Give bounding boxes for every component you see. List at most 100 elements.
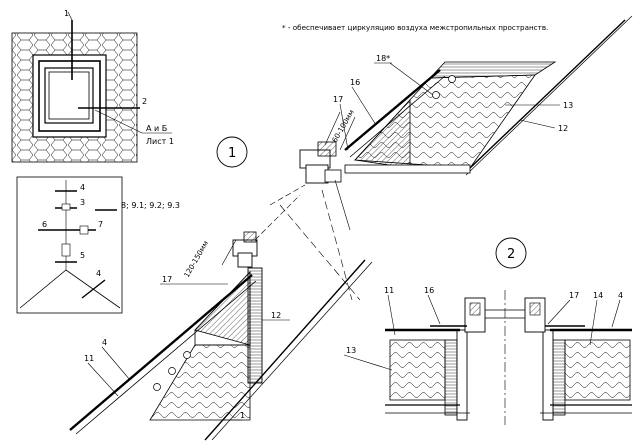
dim-bottom-line (221, 239, 237, 266)
s2-callout-4: 4 (618, 291, 623, 300)
s2-frame-left-inner (469, 302, 481, 316)
s2-leader-17 (547, 299, 571, 325)
roof-thumb-outline (19, 269, 121, 309)
callout-4: 4 (102, 338, 107, 347)
glazing-line-2 (254, 194, 301, 241)
lower-inner-lining (204, 259, 366, 441)
lower-batten-3 (153, 383, 161, 391)
plan-callout-1: 1 (64, 9, 69, 18)
glazing-line-1 (269, 184, 306, 206)
leader-4 (101, 346, 131, 381)
section-2: 11 16 17 14 4 13 (343, 286, 632, 425)
roof-thumb-vent (61, 203, 71, 211)
upper-batten-1 (448, 75, 456, 83)
head-profile-4 (324, 169, 342, 183)
callout-1: 1 (240, 411, 245, 420)
dim-top-line-2 (339, 116, 356, 151)
window-head (299, 141, 342, 184)
leader-11 (87, 362, 119, 397)
dim-bottom-text: 120-150мм (182, 239, 210, 279)
plan-leader-1 (67, 11, 73, 21)
upper-rafter (429, 61, 557, 79)
roof-thumb-c5: 5 (80, 251, 85, 260)
plan-ref-leader (94, 109, 143, 134)
s2-insulation-left (389, 339, 446, 401)
callout-13: 13 (563, 101, 573, 110)
s2-insulation-right (564, 339, 631, 401)
note-text: * - обеспечивает циркуляцию воздуха межс… (282, 23, 548, 32)
view-label-2: 2 (495, 237, 527, 269)
glazing-line-4 (321, 189, 353, 301)
s2-callout-11: 11 (384, 286, 394, 295)
lower-trim (247, 267, 263, 384)
plan-callout-2: 2 (142, 97, 147, 106)
s2-callout-13: 13 (346, 346, 356, 355)
sill-profile-2 (237, 252, 253, 268)
upper-batten-2 (432, 91, 440, 99)
upper-lining-block (354, 98, 411, 169)
lower-roof-cover-2 (75, 280, 257, 435)
plan-ref-line1: А и Б (146, 124, 167, 133)
view-circle-2 (495, 237, 527, 269)
view-number-1: 1 (228, 146, 236, 161)
plan-frame-outer (38, 60, 101, 132)
glazing-line-3 (279, 204, 361, 301)
leader-16 (351, 86, 377, 126)
lower-batten-2 (168, 367, 176, 375)
lower-roof-insulation (149, 344, 251, 421)
plan-thumbnail: 1 2 А и Б Лист 1 (11, 9, 174, 163)
s2-callout-16: 16 (424, 286, 434, 295)
plan-sash (44, 67, 94, 124)
callout-18: 18* (376, 54, 390, 63)
s2-leader-16 (427, 294, 441, 325)
roof-thumb-c4: 4 (80, 183, 85, 192)
roof-thumb-frame (16, 176, 123, 314)
upper-bottom-frame (344, 164, 471, 174)
dim-top-line (324, 111, 341, 146)
roof-thumb-c3: 3 (80, 198, 85, 207)
view-number-2: 2 (507, 247, 515, 262)
s2-leader-13 (343, 354, 393, 371)
s2-leader-11 (387, 294, 396, 336)
roof-thumbnail: 4 3 8; 9.1; 9.2; 9.3 6 7 5 4 (16, 176, 180, 314)
leader-18 (389, 62, 434, 96)
plan-glass (48, 71, 90, 120)
lower-batten-1 (183, 351, 191, 359)
callout-11: 11 (84, 354, 94, 363)
callout-17-top: 17 (333, 95, 343, 104)
roof-thumb-c4b: 4 (96, 269, 101, 278)
plan-ref-line2: Лист 1 (146, 137, 174, 146)
upper-inner-lining-2 (465, 15, 633, 176)
window-sill (232, 231, 258, 268)
leader-12-top (519, 119, 556, 129)
s2-rafter-right (552, 339, 566, 416)
callout-16: 16 (350, 78, 360, 87)
head-profile-3 (317, 141, 337, 157)
roof-thumb-c6: 6 (42, 220, 47, 229)
roof-thumb-tick4b (81, 279, 106, 299)
upper-roof-cover (344, 69, 441, 151)
s2-rafter-left (444, 339, 458, 416)
s2-leader-14 (589, 299, 598, 346)
roof-thumb-window (61, 243, 71, 257)
leader-17-top (339, 103, 349, 151)
roof-thumb-box (79, 225, 89, 235)
s2-callout-14: 14 (593, 291, 603, 300)
upper-roof-cover-2 (349, 75, 446, 158)
lower-inner-lining-2 (211, 261, 373, 441)
callout-12-top: 12 (558, 124, 568, 133)
view-circle-1 (216, 136, 248, 168)
s2-leader-4 (611, 299, 621, 328)
roof-thumb-c7: 7 (98, 220, 103, 229)
callout-17-bottom: 17 (162, 275, 172, 284)
s2-lining-left (456, 329, 468, 421)
upper-inner-lining (469, 19, 626, 169)
s2-lining-right (542, 329, 554, 421)
callout-12-mid: 12 (271, 311, 281, 320)
view-label-1: 1 (216, 136, 248, 168)
roof-thumb-group: 8; 9.1; 9.2; 9.3 (121, 201, 180, 210)
lower-roof-cover (69, 274, 253, 431)
s2-callout-17: 17 (569, 291, 579, 300)
s2-frame-right-inner (529, 302, 541, 316)
